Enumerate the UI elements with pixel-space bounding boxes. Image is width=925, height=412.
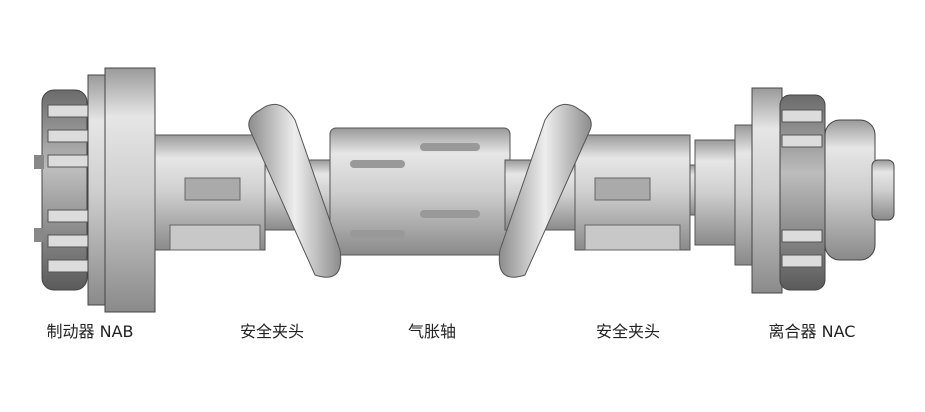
clutch-nac — [694, 87, 895, 294]
label-safety-chuck-left: 安全夹头 — [239, 322, 305, 341]
label-safety-chuck-right: 安全夹头 — [595, 322, 661, 341]
brake-nab — [34, 67, 156, 313]
helix-spring-left — [248, 103, 342, 278]
label-air-shaft: 气胀轴 — [407, 322, 457, 341]
label-brake-nab: 制动器 NAB — [46, 322, 134, 341]
air-shaft-body — [329, 127, 511, 256]
helix-spring-right — [498, 103, 592, 278]
label-clutch-nac: 离合器 NAC — [768, 322, 856, 341]
